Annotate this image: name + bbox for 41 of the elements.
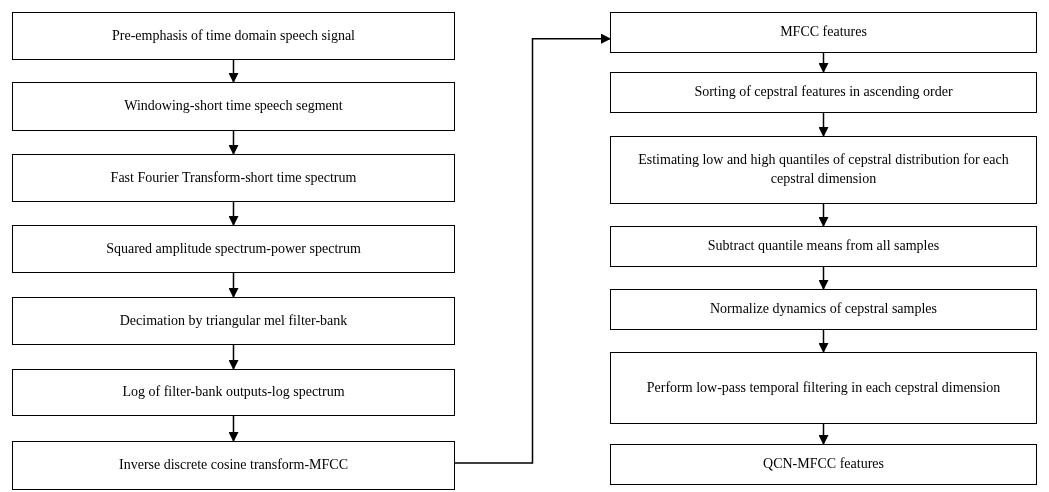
arrow [818,423,829,445]
box-label: Estimating low and high quantiles of cepstral distribution for each cepstral dimension [637,151,1010,188]
box-label: Windowing-short time speech segment [124,97,343,116]
box-label: Subtract quantile means from all samples [707,237,940,256]
arrow [818,52,829,73]
arrow [228,344,239,370]
box-label: Log of filter-bank outputs-log spectrum [122,383,345,402]
process-box [12,12,455,60]
arrow [228,415,239,442]
arrow [818,329,829,353]
process-box [610,72,1037,113]
arrow [818,112,829,137]
box-label: Normalize dynamics of cepstral samples [709,300,937,319]
arrow [818,203,829,227]
box-label: Squared amplitude spectrum-power spectrum [106,239,361,258]
process-box [610,289,1037,330]
process-box [610,226,1037,267]
arrow [228,201,239,226]
box-label: Pre-emphasis of time domain speech signal [112,26,355,45]
process-box [12,154,455,202]
arrow [228,130,239,155]
process-box [610,352,1037,424]
process-box [610,136,1037,204]
box-label: Inverse discrete cosine transform-MFCC [119,456,348,475]
box-label: Decimation by triangular mel filter-bank [119,311,348,330]
process-box [12,297,455,345]
arrow [454,33,611,464]
process-box [12,225,455,273]
box-label: QCN-MFCC features [763,455,884,474]
box-label: Perform low-pass temporal filtering in each cepstral dimension [646,378,1001,397]
box-label: MFCC features [780,23,867,42]
box-label: Fast Fourier Transform-short time spectrum [110,168,357,187]
arrow [228,272,239,298]
arrow [818,266,829,290]
box-label: Sorting of cepstral features in ascending order [694,83,953,102]
process-box [610,12,1037,53]
process-box [12,369,455,416]
process-box [12,82,455,131]
process-box [610,444,1037,485]
process-box [12,441,455,490]
arrow [228,59,239,83]
